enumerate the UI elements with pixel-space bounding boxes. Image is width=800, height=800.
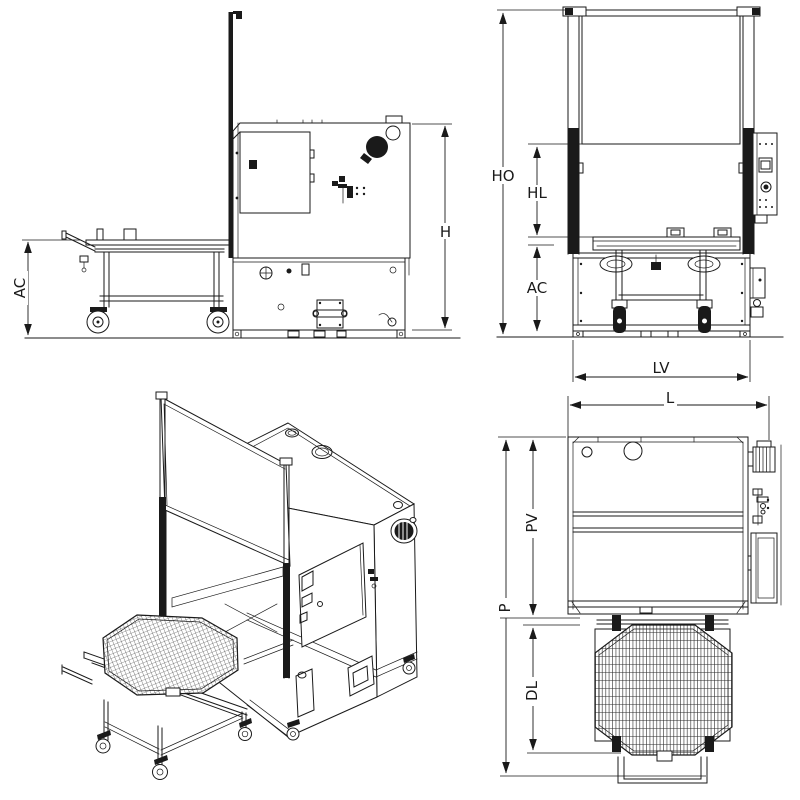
dimension-ac-side: AC <box>11 239 80 336</box>
door-rail-right <box>738 15 755 255</box>
wash-chamber-interior <box>171 566 294 738</box>
exhaust-fan <box>366 136 388 158</box>
dim-label-h: H <box>440 223 451 241</box>
trolley-legs <box>103 699 247 767</box>
machine-base <box>232 257 410 339</box>
machine-body-front <box>572 252 751 338</box>
trolley-shelf <box>99 295 224 302</box>
dim-label-l: L <box>666 389 675 407</box>
control-panel <box>752 132 778 224</box>
trolley-plan <box>617 756 708 784</box>
basket-plan <box>594 615 733 784</box>
drain-tap <box>387 317 397 327</box>
motor-plan <box>747 440 776 473</box>
door-rail-left <box>567 15 584 255</box>
door-rail-right <box>279 457 293 679</box>
caster-wheel <box>402 654 416 675</box>
side-fittings <box>749 267 766 318</box>
machine-cabinet <box>232 115 411 259</box>
trolley-legs <box>103 251 220 308</box>
dimension-l: L <box>567 389 770 440</box>
side-elevation-view: AC H <box>11 11 461 339</box>
dim-label-p: P <box>496 603 514 612</box>
trolley-handle <box>61 664 93 685</box>
fan-bracket <box>360 153 372 164</box>
basket-grid <box>102 614 239 696</box>
air-regulator <box>332 176 366 204</box>
control-panel-iso <box>298 542 378 648</box>
selector-knob <box>760 181 772 193</box>
basket-handle <box>165 687 181 697</box>
dimension-p: P <box>496 436 706 777</box>
dimension-dl: DL <box>523 624 621 754</box>
tank-cap <box>311 445 333 459</box>
caster-wheel <box>206 307 230 334</box>
caster-wheel <box>696 299 713 333</box>
caster-wheel <box>611 299 628 333</box>
vent-ring <box>385 125 401 141</box>
trolley-handle <box>65 232 96 252</box>
trolley-shelf <box>104 712 244 756</box>
dim-label-ac-front: AC <box>527 279 547 297</box>
top-plan-view: L P PV DL <box>496 389 782 784</box>
caster-wheel <box>238 718 252 741</box>
display-screen <box>758 157 773 173</box>
dimension-h: H <box>412 123 454 331</box>
caster-wheel <box>286 719 300 741</box>
blower-motor <box>390 517 418 544</box>
detergent-tank <box>295 668 315 718</box>
base-details-iso <box>286 654 416 741</box>
dim-label-dl: DL <box>523 680 541 701</box>
front-elevation-view: HO HL AC LV <box>490 6 784 382</box>
dimension-ho: HO <box>490 9 567 335</box>
basket-grid <box>594 624 733 756</box>
dimension-lv: LV <box>572 340 751 382</box>
raised-door-iso <box>155 391 293 679</box>
dim-label-ac-side: AC <box>11 278 29 298</box>
door-track-lines <box>572 511 744 533</box>
display-screen <box>301 570 314 592</box>
caster-wheel <box>152 755 168 780</box>
isometric-view <box>61 391 418 780</box>
rotating-basket <box>102 614 239 697</box>
basket-handle <box>656 750 673 762</box>
dimension-ac-front: AC <box>525 246 549 332</box>
dim-label-lv: LV <box>653 359 671 377</box>
equipment-right <box>747 440 782 606</box>
vent-hole-large <box>623 441 643 461</box>
caster-wheel <box>95 730 111 754</box>
vent-hole-small <box>581 446 593 458</box>
valve-cluster <box>752 488 770 526</box>
dim-label-ho: HO <box>491 167 514 185</box>
dim-label-hl: HL <box>527 184 547 202</box>
platform-brace <box>224 603 278 633</box>
top-cap <box>385 115 403 124</box>
trolley-front <box>592 227 741 333</box>
control-box-plan <box>747 532 778 604</box>
caster-wheel <box>86 307 110 334</box>
machine-plan <box>567 436 749 615</box>
dimension-pv: PV <box>500 439 580 619</box>
loading-trolley <box>61 228 230 334</box>
door-rail-left <box>155 391 168 622</box>
raised-door <box>562 6 761 255</box>
door-mast <box>228 11 242 258</box>
dim-label-pv: PV <box>523 513 541 533</box>
main-switch <box>249 160 257 169</box>
dimension-hl: HL <box>526 143 596 246</box>
electrical-box <box>232 131 315 214</box>
pump-plate <box>316 299 344 329</box>
